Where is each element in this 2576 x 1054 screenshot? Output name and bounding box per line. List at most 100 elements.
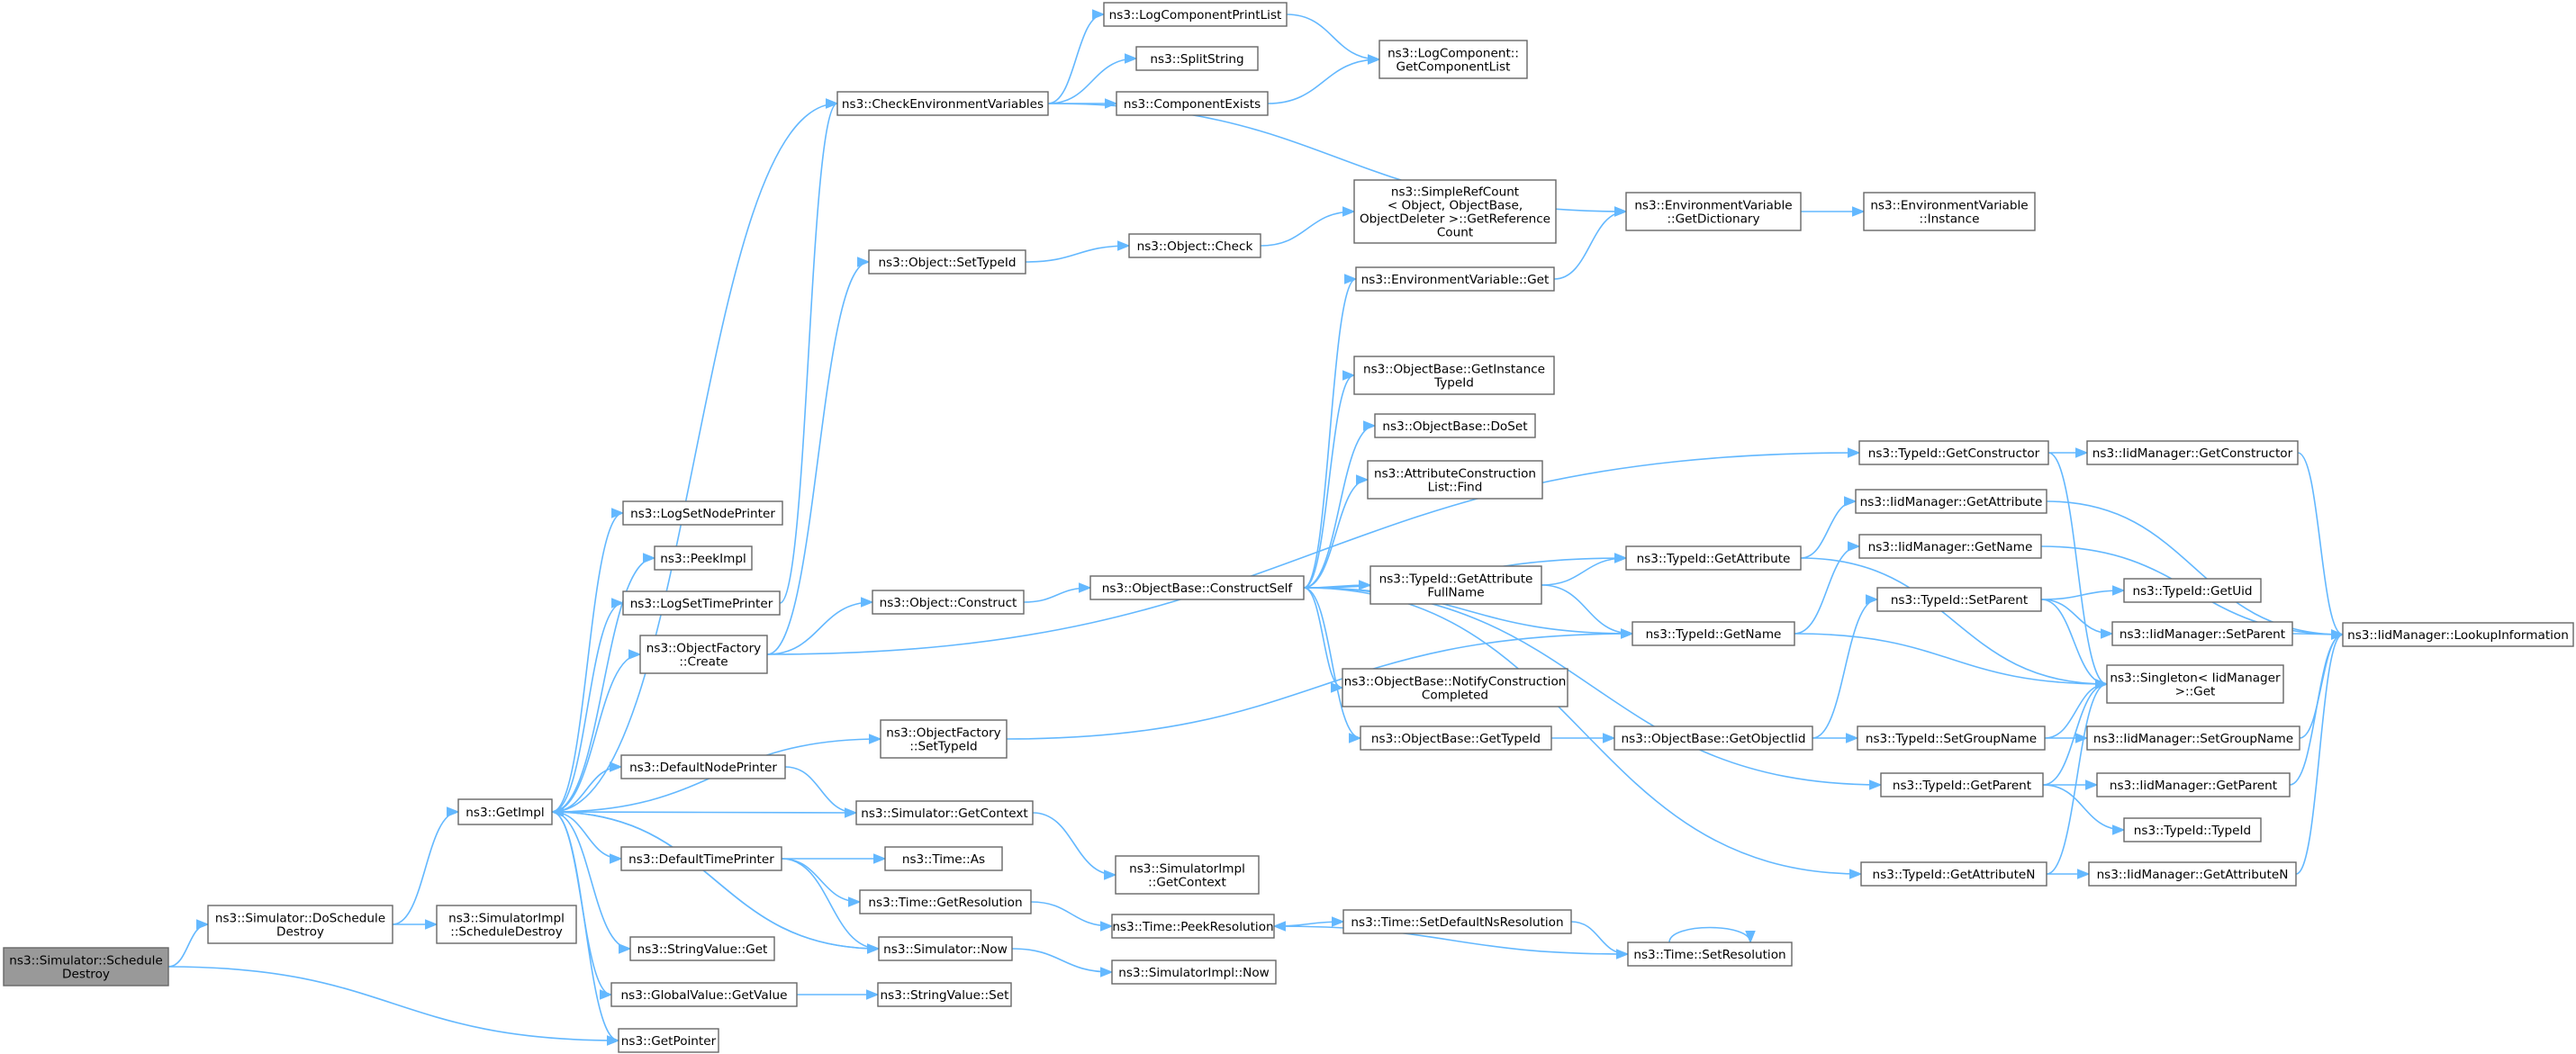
node-singletonGet[interactable]: ns3::Singleton< IidManager >::Get (2106, 664, 2284, 704)
node-logCompGetList[interactable]: ns3::LogComponent::GetComponentList (1378, 40, 1528, 79)
edge-checkEnvVars-to-logCompPrintList (1047, 9, 1106, 104)
edge-timeSetResolution-to-timePeekResolution (1272, 921, 1629, 955)
node-label-line: ns3::Simulator::Now (883, 942, 1008, 957)
node-iidMgrSetGroupName[interactable]: ns3::IidManager::SetGroupName (2086, 725, 2300, 751)
node-objectSetTypeId[interactable]: ns3::Object::SetTypeId (868, 249, 1026, 275)
node-timeAs[interactable]: ns3::Time::As (884, 846, 1003, 871)
node-stringValueSet[interactable]: ns3::StringValue::Set (877, 982, 1012, 1007)
node-box (1103, 2, 1288, 27)
node-timePeekResolution[interactable]: ns3::Time::PeekResolution (1111, 914, 1275, 939)
node-splitString[interactable]: ns3::SplitString (1135, 46, 1259, 71)
node-simImplGetContext[interactable]: ns3::SimulatorImpl::GetContext (1115, 855, 1260, 895)
node-objBaseGetObjectIid[interactable]: ns3::ObjectBase::GetObjectIid (1613, 725, 1813, 751)
node-simImplSchedDestroy[interactable]: ns3::SimulatorImpl::ScheduleDestroy (436, 905, 577, 944)
node-timeSetResolution[interactable]: ns3::Time::SetResolution (1627, 941, 1793, 967)
node-timeSetDefaultNsRes[interactable]: ns3::Time::SetDefaultNsResolution (1342, 909, 1572, 934)
node-label-line: ns3::Singleton< IidManager (2110, 671, 2281, 686)
node-label-line: ns3::LogSetTimePrinter (630, 597, 773, 611)
node-envVarGetDict[interactable]: ns3::EnvironmentVariable::GetDictionary (1625, 192, 1802, 231)
node-stringValueGet[interactable]: ns3::StringValue::Get (629, 936, 775, 961)
node-defaultTimePrinter[interactable]: ns3::DefaultTimePrinter (620, 846, 782, 871)
node-componentExists[interactable]: ns3::ComponentExists (1116, 91, 1269, 116)
node-objFactorySetTypeId[interactable]: ns3::ObjectFactory::SetTypeId (880, 719, 1008, 759)
node-peekImpl[interactable]: ns3::PeekImpl (654, 545, 753, 571)
node-label-line: ns3::LogSetNodePrinter (630, 507, 775, 521)
edge-root-to-doSchedDestroy (167, 919, 210, 968)
node-label-line: ns3::IidManager::GetParent (2110, 779, 2277, 793)
node-typeIdGetParent[interactable]: ns3::TypeId::GetParent (1880, 772, 2044, 797)
node-box (1089, 575, 1305, 600)
edge-defaultTimePrinter-to-simNow (781, 858, 881, 954)
node-box (2106, 664, 2284, 704)
edge-typeIdGetName-to-singletonGet (1794, 633, 2109, 689)
node-iidMgrLookupInfo[interactable]: ns3::IidManager::LookupInformation (2342, 622, 2574, 647)
node-checkEnvVars[interactable]: ns3::CheckEnvironmentVariables (836, 91, 1049, 116)
node-defaultNodePrinter[interactable]: ns3::DefaultNodePrinter (620, 754, 786, 779)
node-envVarGet[interactable]: ns3::EnvironmentVariable::Get (1355, 266, 1555, 292)
edge-doSchedDestroy-to-getImpl (392, 806, 460, 925)
node-iidMgrGetParent[interactable]: ns3::IidManager::GetParent (2096, 772, 2291, 797)
node-iidMgrGetAttribute[interactable]: ns3::IidManager::GetAttribute (1855, 489, 2047, 514)
node-typeIdSetGroupName[interactable]: ns3::TypeId::SetGroupName (1857, 725, 2046, 751)
node-simNow[interactable]: ns3::Simulator::Now (878, 936, 1013, 961)
edge-objFactorySetTypeId-to-typeIdGetName (1006, 628, 1634, 740)
node-box (620, 754, 786, 779)
node-label-line: ns3::IidManager::LookupInformation (2347, 628, 2569, 643)
node-typeIdSetParent[interactable]: ns3::TypeId::SetParent (1876, 587, 2042, 612)
node-objBaseGetTypeId[interactable]: ns3::ObjectBase::GetTypeId (1360, 725, 1552, 751)
node-label-line: ns3::AttributeConstruction (1374, 467, 1536, 482)
node-objBaseDoSet[interactable]: ns3::ObjectBase::DoSet (1374, 413, 1536, 438)
node-objBaseConstructSelf[interactable]: ns3::ObjectBase::ConstructSelf (1089, 575, 1305, 600)
edge-typeIdGetConstructor-to-singletonGet (2047, 452, 2109, 689)
node-logCompPrintList[interactable]: ns3::LogComponentPrintList (1103, 2, 1288, 27)
node-label-line: ::GetContext (1148, 876, 1226, 890)
node-iidMgrSetParent[interactable]: ns3::IidManager::SetParent (2111, 621, 2293, 646)
node-typeIdGetName[interactable]: ns3::TypeId::GetName (1631, 621, 1795, 646)
node-typeIdGetAttribute[interactable]: ns3::TypeId::GetAttribute (1625, 545, 1802, 571)
node-timeGetResolution[interactable]: ns3::Time::GetResolution (859, 889, 1032, 914)
node-label-line: ns3::ObjectFactory (646, 642, 761, 656)
node-box (878, 936, 1013, 961)
node-box (1353, 356, 1555, 395)
node-getPointer[interactable]: ns3::GetPointer (618, 1028, 719, 1053)
edge-checkEnvVars-to-splitString (1047, 53, 1138, 104)
node-box (618, 1028, 719, 1053)
node-iidMgrGetAttributeN[interactable]: ns3::IidManager::GetAttributeN (2088, 861, 2297, 887)
node-label-line: GetComponentList (1396, 60, 1511, 75)
node-label-line: ns3::Time::SetDefaultNsResolution (1351, 915, 1563, 930)
node-label-line: ::ScheduleDestroy (450, 925, 563, 940)
node-iidMgrGetName[interactable]: ns3::IidManager::GetName (1858, 534, 2042, 559)
node-objFactoryCreate[interactable]: ns3::ObjectFactory::Create (639, 635, 768, 674)
node-typeIdGetConstructor[interactable]: ns3::TypeId::GetConstructor (1858, 440, 2049, 465)
node-typeIdTypeId[interactable]: ns3::TypeId::TypeId (2123, 817, 2262, 842)
node-simGetContext[interactable]: ns3::Simulator::GetContext (855, 800, 1034, 825)
node-typeIdGetUid[interactable]: ns3::TypeId::GetUid (2123, 578, 2262, 603)
edge-simGetContext-to-getImpl (550, 806, 857, 817)
edge-defaultTimePrinter-to-timeGetResolution (781, 858, 862, 907)
node-objectCheck[interactable]: ns3::Object::Check (1128, 233, 1261, 258)
node-box (1876, 587, 2042, 612)
node-objBaseNotifyConstr[interactable]: ns3::ObjectBase::NotifyConstructionCompl… (1342, 668, 1568, 707)
node-logSetTimePrinter[interactable]: ns3::LogSetTimePrinter (622, 590, 781, 616)
node-envVarInstance[interactable]: ns3::EnvironmentVariable::Instance (1863, 192, 2036, 231)
node-simpleRefCount[interactable]: ns3::SimpleRefCount< Object, ObjectBase,… (1353, 179, 1557, 244)
edge-iidMgrGetAttribute-to-iidMgrLookupInfo (2046, 500, 2345, 640)
node-objectConstruct[interactable]: ns3::Object::Construct (872, 590, 1025, 615)
node-box (868, 249, 1026, 275)
node-logSetNodePrinter[interactable]: ns3::LogSetNodePrinter (622, 500, 783, 526)
node-typeIdGetAttributeN[interactable]: ns3::TypeId::GetAttributeN (1860, 861, 2047, 887)
node-label-line: TypeId (1433, 376, 1474, 391)
node-label-line: ns3::IidManager::GetAttributeN (2097, 868, 2289, 882)
node-label-line: ns3::IidManager::SetGroupName (2093, 732, 2293, 746)
node-label-line: Completed (1422, 689, 1488, 703)
node-simImplNow[interactable]: ns3::SimulatorImpl::Now (1111, 959, 1277, 985)
node-label-line: ns3::TypeId::SetParent (1891, 593, 2028, 608)
node-globalValueGetValue[interactable]: ns3::GlobalValue::GetValue (610, 982, 798, 1007)
node-getImpl[interactable]: ns3::GetImpl (457, 798, 553, 825)
node-iidMgrGetConstructor[interactable]: ns3::IidManager::GetConstructor (2086, 440, 2299, 465)
node-root[interactable]: ns3::Simulator::ScheduleDestroy (3, 947, 169, 986)
